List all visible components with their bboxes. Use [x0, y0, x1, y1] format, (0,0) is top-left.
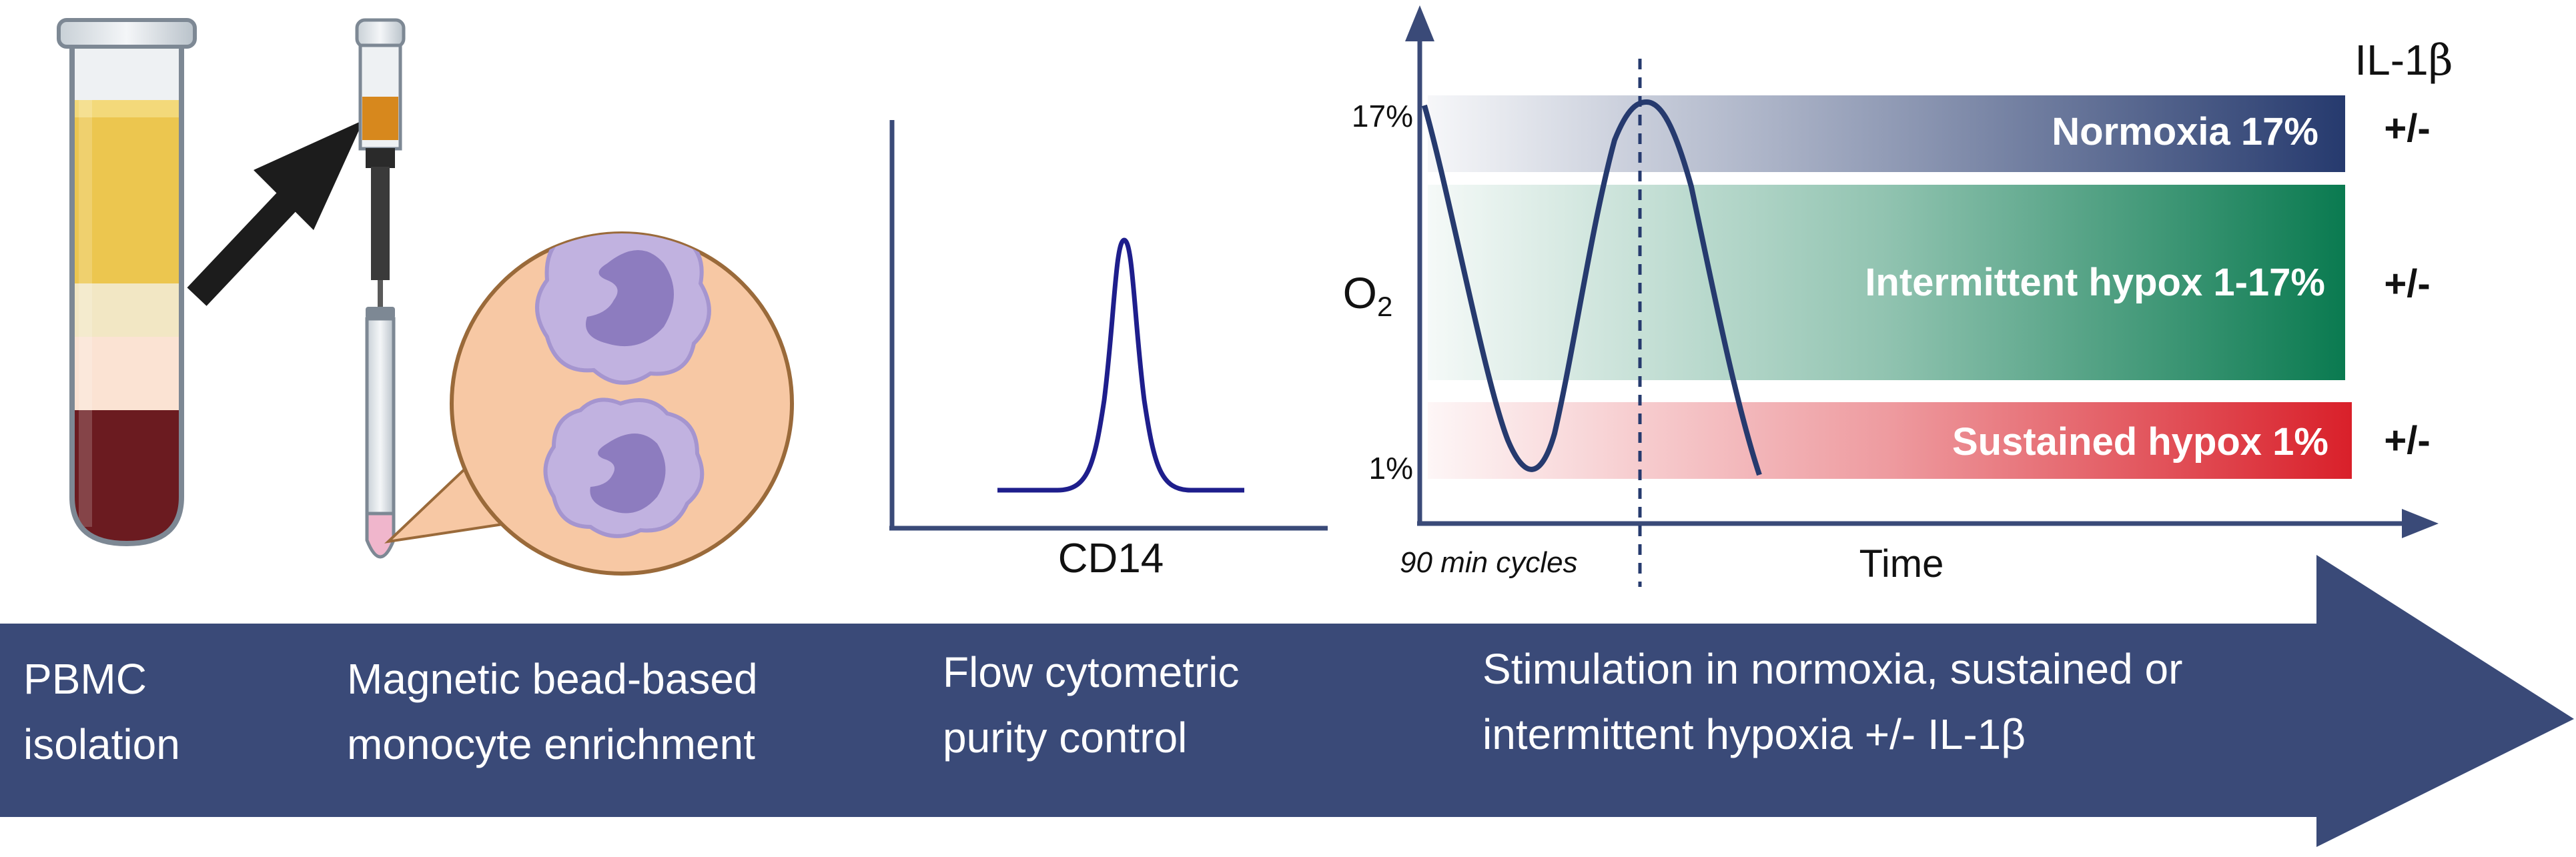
intermittent-plus-minus: +/- [2384, 262, 2430, 305]
workflow-arrow-banner: PBMC isolation Magnetic bead-based monoc… [0, 555, 2574, 847]
step-pbmc-isolation: PBMC isolation [23, 655, 180, 768]
normoxia-plus-minus: +/- [2384, 107, 2430, 150]
intermittent-hypoxia-bar [1428, 185, 2345, 380]
nucleus-bottom [590, 434, 666, 514]
sustained-hypoxia-bar [1428, 402, 2352, 479]
nucleus-top [586, 250, 674, 347]
sustained-plus-minus: +/- [2384, 419, 2430, 462]
cell-magnifier-icon [384, 231, 794, 576]
y-axis-arrowhead [1405, 5, 1434, 41]
tick-1-percent: 1% [1369, 451, 1413, 486]
step-monocyte-enrichment: Magnetic bead-based monocyte enrichment [347, 655, 769, 768]
histogram-peak-curve [997, 237, 1244, 493]
intermittent-hypoxia-label: Intermittent hypox 1-17% [1865, 261, 2325, 304]
time-axis-label: Time [1859, 542, 1944, 586]
sustained-hypoxia-label: Sustained hypox 1% [1952, 420, 2328, 464]
tick-17-percent: 17% [1352, 99, 1413, 133]
il1b-header: IL-1β [2354, 36, 2453, 85]
normoxia-bar [1428, 95, 2345, 172]
o2-axis-label: O2 [1343, 268, 1393, 322]
cycle-duration-label: 90 min cycles [1400, 546, 1578, 579]
x-axis-arrowhead [2402, 509, 2439, 538]
il1b-beta: β [2429, 36, 2453, 85]
syringe-column-icon [355, 18, 406, 559]
step-stimulation: Stimulation in normoxia, sustained or in… [1482, 645, 2194, 758]
step-purity-control: Flow cytometric purity control [943, 648, 1251, 762]
cd14-histogram: CD14 [889, 120, 1328, 582]
normoxia-label: Normoxia 17% [2052, 110, 2318, 153]
arrow-icon [187, 120, 364, 306]
blood-tube-icon [57, 18, 197, 547]
histogram-x-label: CD14 [1058, 536, 1164, 582]
oxygen-condition-chart: Normoxia 17% Intermittent hypox 1-17% Su… [1343, 5, 2453, 587]
o2-oscillation-curve [1422, 99, 1762, 476]
o2-subscript: 2 [1377, 291, 1392, 322]
